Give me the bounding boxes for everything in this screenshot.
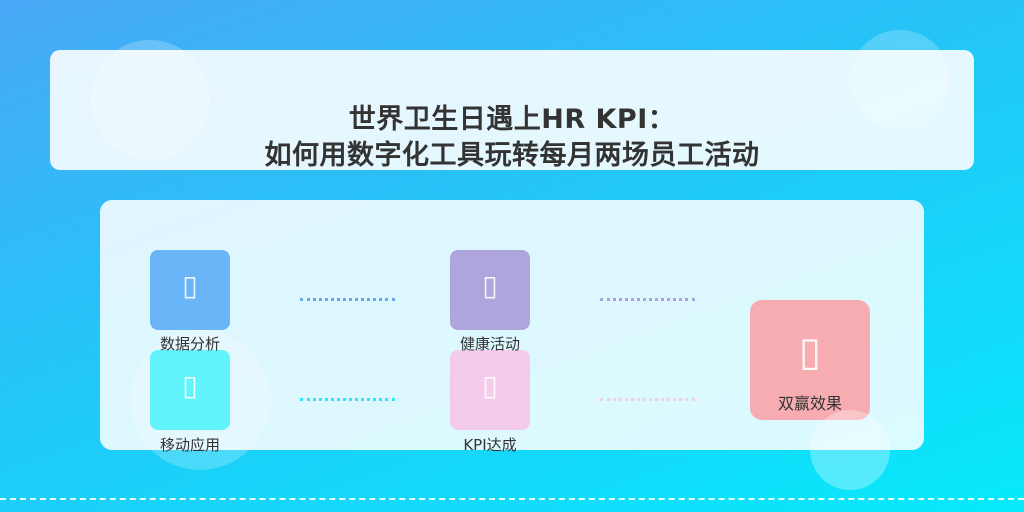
node-label-data-analysis: 数据分析 xyxy=(159,335,220,353)
title-line-1: 世界卫生日遇上HR KPI： xyxy=(348,104,676,135)
node-label-kpi-achieved: KPI达成 xyxy=(463,436,517,454)
chart-icon: ▯ xyxy=(182,269,198,302)
connector-kpi-to-win xyxy=(600,398,695,401)
mobile-icon: ▯ xyxy=(182,369,198,402)
decor-circle-top-left xyxy=(90,40,210,160)
decor-circle-mid-left xyxy=(130,330,270,470)
node-mobile-app: ▯ xyxy=(150,350,230,430)
node-win-win: ▯ 双赢效果 xyxy=(750,300,870,420)
bottom-dashed-line xyxy=(0,498,1024,500)
target-icon: ▯ xyxy=(482,369,498,402)
decor-circle-bottom-right xyxy=(810,410,890,490)
title-card: 世界卫生日遇上HR KPI： 如何用数字化工具玩转每月两场员工活动 xyxy=(50,50,974,171)
node-label-health-activity: 健康活动 xyxy=(459,335,520,353)
page-title: 世界卫生日遇上HR KPI： 如何用数字化工具玩转每月两场员工活动 xyxy=(50,102,974,174)
decor-circle-top-right xyxy=(850,30,950,130)
connector-data-to-health xyxy=(300,298,395,301)
node-label-win-win: 双赢效果 xyxy=(777,394,842,413)
node-data-analysis: ▯ xyxy=(150,250,230,330)
node-label-mobile-app: 移动应用 xyxy=(159,436,220,454)
connector-health-to-win xyxy=(600,298,695,301)
connector-mobile-to-kpi xyxy=(300,398,395,401)
handshake-icon: ▯ xyxy=(798,329,821,375)
title-line-2: 如何用数字化工具玩转每月两场员工活动 xyxy=(264,140,760,171)
heart-icon: ▯ xyxy=(482,269,498,302)
node-health-activity: ▯ xyxy=(450,250,530,330)
node-kpi-achieved: ▯ xyxy=(450,350,530,430)
